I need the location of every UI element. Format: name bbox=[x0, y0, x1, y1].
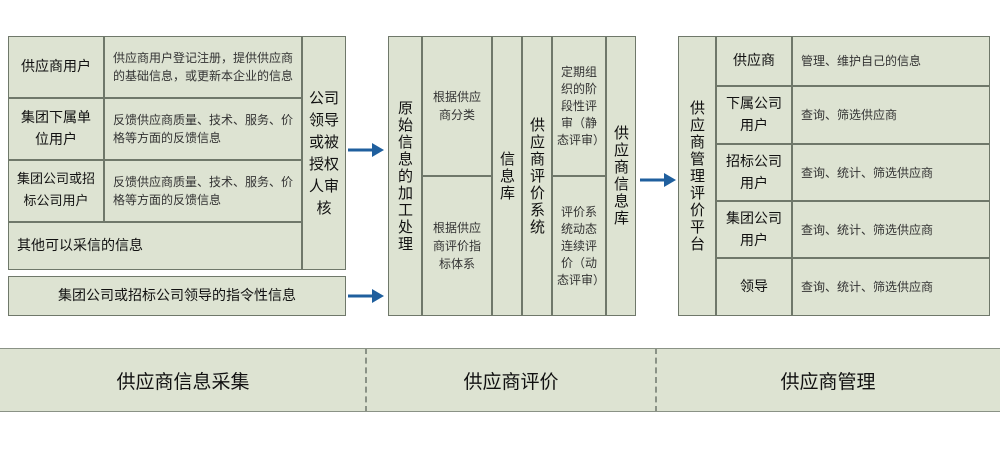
static-eval-box: 定期组织的阶段性评审（静态评审） bbox=[552, 36, 606, 176]
dynamic-eval-text: 评价系统动态连续评价（动态评审） bbox=[557, 204, 606, 287]
management-row-1-role: 供应商 bbox=[716, 36, 792, 86]
platform-text: 供应商管理评价平台 bbox=[688, 99, 706, 253]
management-row-1-action: 管理、维护自己的信息 bbox=[792, 36, 990, 86]
stage-management: 供应商管理 bbox=[656, 348, 1000, 412]
management-row-3-role: 招标公司用户 bbox=[716, 144, 792, 201]
collection-row-1-desc: 供应商用户登记注册，提供供应商的基础信息，或更新本企业的信息 bbox=[104, 36, 302, 98]
info-db-text: 信息库 bbox=[498, 150, 516, 202]
management-row-2-action: 查询、筛选供应商 bbox=[792, 86, 990, 144]
stage-divider-1 bbox=[365, 348, 367, 412]
eval-system-text: 供应商评价系统 bbox=[528, 116, 546, 236]
directive-box: 集团公司或招标公司领导的指令性信息 bbox=[8, 276, 346, 316]
dynamic-eval-box: 评价系统动态连续评价（动态评审） bbox=[552, 176, 606, 316]
stage-evaluation: 供应商评价 bbox=[366, 348, 656, 412]
arrow-directive-to-processing bbox=[348, 289, 384, 303]
collection-row-3-desc: 反馈供应商质量、技术、服务、价格等方面的反馈信息 bbox=[104, 160, 302, 222]
stage-divider-2 bbox=[655, 348, 657, 412]
collection-row-3-label: 集团公司或招标公司用户 bbox=[8, 160, 104, 222]
management-row-2-role: 下属公司用户 bbox=[716, 86, 792, 144]
eval-system-box: 供应商评价系统 bbox=[522, 36, 552, 316]
management-row-3-action: 查询、统计、筛选供应商 bbox=[792, 144, 990, 201]
collection-row-2-label: 集团下属单位用户 bbox=[8, 98, 104, 160]
collection-row-2-desc: 反馈供应商质量、技术、服务、价格等方面的反馈信息 bbox=[104, 98, 302, 160]
management-row-4-role: 集团公司用户 bbox=[716, 201, 792, 258]
management-row-4-action: 查询、统计、筛选供应商 bbox=[792, 201, 990, 258]
management-row-5-role: 领导 bbox=[716, 258, 792, 316]
supplier-db-box: 供应商信息库 bbox=[606, 36, 636, 316]
stage-collection: 供应商信息采集 bbox=[0, 348, 366, 412]
classify-by-index: 根据供应商评价指标体系 bbox=[422, 176, 492, 316]
arrow-evaluation-to-management bbox=[640, 173, 676, 187]
arrow-review-to-processing bbox=[348, 143, 384, 157]
supplier-db-text: 供应商信息库 bbox=[612, 125, 630, 227]
management-row-5-action: 查询、统计、筛选供应商 bbox=[792, 258, 990, 316]
info-db-box: 信息库 bbox=[492, 36, 522, 316]
platform-box: 供应商管理评价平台 bbox=[678, 36, 716, 316]
processing-box: 原始信息的加工处理 bbox=[388, 36, 422, 316]
other-info: 其他可以采信的信息 bbox=[8, 222, 302, 270]
review-text: 公司领导或被授权人审核 bbox=[308, 89, 339, 217]
review-box: 公司领导或被授权人审核 bbox=[302, 36, 346, 270]
collection-row-1-label: 供应商用户 bbox=[8, 36, 104, 98]
classify-by-supplier: 根据供应商分类 bbox=[422, 36, 492, 176]
processing-text: 原始信息的加工处理 bbox=[396, 99, 414, 253]
static-eval-text: 定期组织的阶段性评审（静态评审） bbox=[557, 64, 606, 147]
